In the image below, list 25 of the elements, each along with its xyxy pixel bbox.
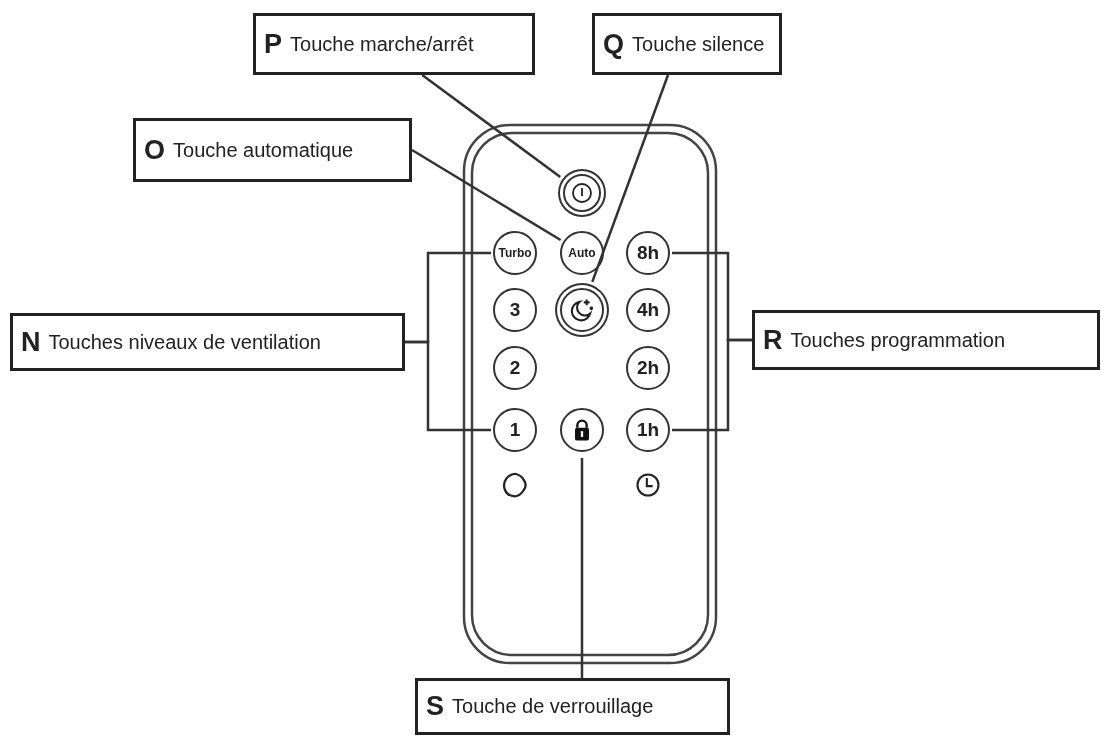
leader-line bbox=[580, 458, 584, 678]
callout-letter: N bbox=[21, 326, 41, 358]
callout-letter: O bbox=[144, 134, 165, 166]
leader-line bbox=[405, 340, 491, 432]
callout-box bbox=[133, 118, 412, 182]
callout-text: Touche silence bbox=[632, 32, 765, 56]
callout-text: Touches niveaux de ventilation bbox=[48, 330, 321, 354]
callout-text: Touche de verrouillage bbox=[452, 695, 654, 718]
callout-text: Touche automatique bbox=[173, 138, 354, 162]
leader-line bbox=[421, 74, 562, 178]
callout-box bbox=[415, 678, 730, 735]
callout-letter: R bbox=[763, 324, 783, 356]
callout-text: Touche marche/arrêt bbox=[290, 32, 474, 56]
leader-line bbox=[591, 74, 670, 283]
callout-box bbox=[752, 310, 1100, 370]
callout-box bbox=[10, 313, 405, 371]
remote-body bbox=[462, 123, 718, 665]
callout-text: Touches programmation bbox=[790, 328, 1006, 352]
callout-box bbox=[592, 13, 782, 75]
callout-letter: S bbox=[426, 691, 444, 722]
callout-box bbox=[253, 13, 535, 75]
callout-letter: Q bbox=[603, 28, 624, 60]
leader-line bbox=[672, 338, 752, 432]
callout-letter: P bbox=[264, 28, 282, 60]
leader-line bbox=[411, 148, 562, 242]
